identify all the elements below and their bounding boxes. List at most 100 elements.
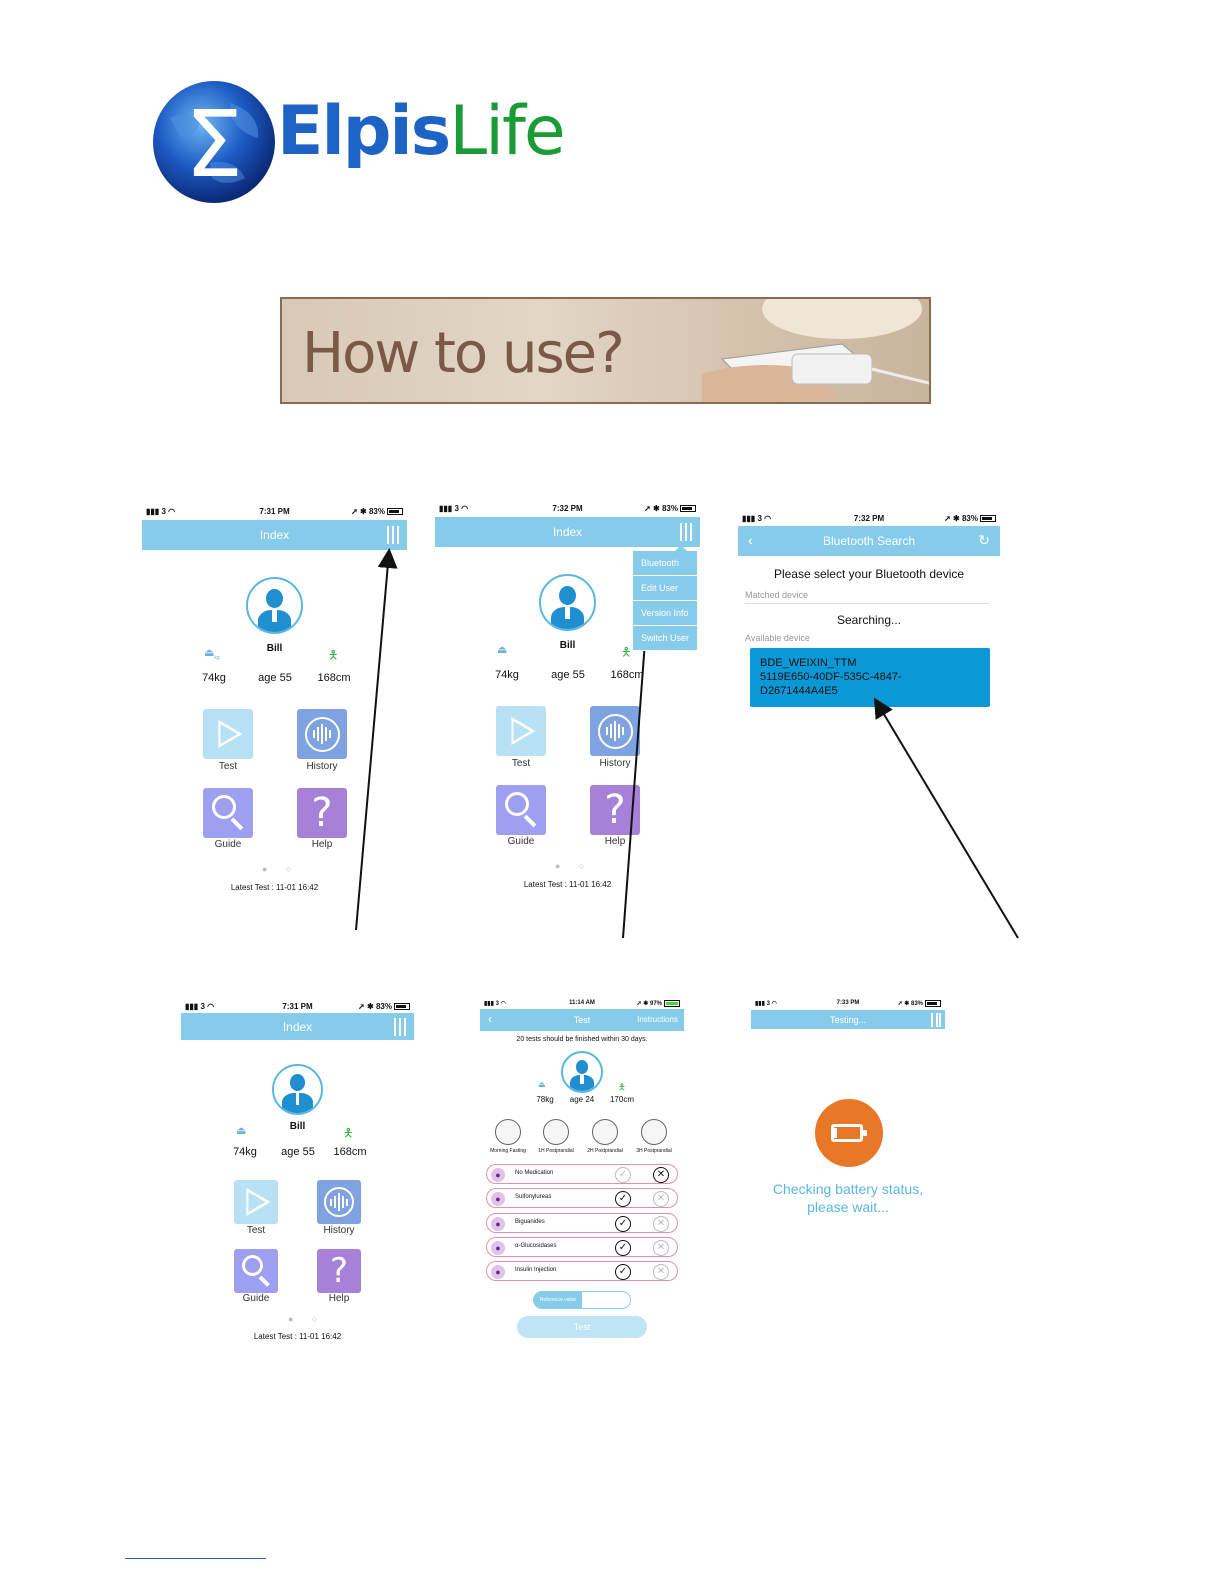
history-tile[interactable] [297, 709, 347, 759]
avatar [539, 574, 596, 631]
nav-bar: ‹ Bluetooth Search ↻ [738, 526, 1000, 556]
history-tile[interactable] [590, 706, 640, 756]
medication-row[interactable]: ●Biguanides✓✕ [486, 1213, 678, 1233]
close-icon[interactable]: ✕ [653, 1191, 669, 1207]
waveform-icon [317, 1180, 361, 1224]
screen-bluetooth-search: ▮▮▮ 3 ◠ 7:32 PM ➚ ✱ 83% ‹ Bluetooth Sear… [738, 512, 1000, 712]
searching-status: Searching... [836, 613, 902, 627]
clock-3h-icon[interactable] [641, 1119, 667, 1145]
bluetooth-device-item[interactable]: BDE_WEIXIN_TTM 5119E650-40DF-535C-4847- … [750, 648, 990, 707]
screen-index-1: ▮▮▮ 3 ◠ 7:31 PM ➚ ✱ 83% Index Bill ⏏kg 🯅… [142, 505, 407, 895]
back-icon[interactable]: ‹ [748, 532, 753, 548]
time-label: 2H Postprandial [587, 1148, 623, 1154]
check-icon[interactable]: ✓ [615, 1167, 631, 1183]
guide-tile[interactable] [203, 788, 253, 838]
device-id-line2: D2671444A4E5 [760, 685, 838, 697]
screen-testing: ▮▮▮ 3 ◠ 7:33 PM ➚ ✱ 83% Testing... Check… [751, 998, 945, 1228]
status-bar: ▮▮▮ 3 ◠ 7:31 PM ➚ ✱ 83% [142, 505, 407, 519]
refresh-icon[interactable]: ↻ [978, 532, 990, 548]
nav-title: Test [573, 1015, 591, 1025]
menu-item-bluetooth[interactable]: Bluetooth [633, 551, 697, 576]
elpislife-logo: Σ ElpisLife [150, 78, 566, 210]
history-label: History [306, 761, 338, 772]
weight-value: 78kg [536, 1095, 554, 1104]
latest-test: Latest Test : 11-01 16:42 [523, 880, 612, 889]
status-bar: ▮▮▮ 3 ◠ 7:33 PM ➚ ✱ 83% [751, 998, 945, 1012]
medication-row[interactable]: ●No Medication✓✕ [486, 1164, 678, 1184]
menu-item-edit-user[interactable]: Edit User [633, 576, 697, 601]
help-label: Help [604, 836, 626, 847]
age-value: age 24 [569, 1095, 595, 1104]
menu-item-switch-user[interactable]: Switch User [633, 626, 697, 651]
guide-tile[interactable] [234, 1249, 278, 1293]
history-tile[interactable] [317, 1180, 361, 1224]
menu-icon[interactable] [680, 523, 692, 541]
guide-tile[interactable] [496, 785, 546, 835]
pill-icon: ● [491, 1168, 505, 1182]
help-tile[interactable]: ? [297, 788, 347, 838]
menu-icon[interactable] [394, 1017, 406, 1036]
height-icon: 🯅 [618, 1082, 626, 1092]
height-value: 168cm [333, 1146, 367, 1158]
menu-icon[interactable] [931, 1012, 941, 1027]
page-dots: ● ○ [262, 864, 300, 874]
guide-label: Guide [507, 836, 535, 847]
check-icon[interactable]: ✓ [615, 1240, 631, 1256]
height-icon: 🯅 [328, 648, 339, 662]
instructions-link[interactable]: Instructions [637, 1015, 678, 1024]
nav-title: Testing... [829, 1014, 867, 1025]
age-value: age 55 [281, 1146, 315, 1158]
morning-fasting-icon[interactable] [495, 1119, 521, 1145]
test-note: 20 tests should be finished within 30 da… [516, 1036, 648, 1043]
test-tile[interactable] [496, 706, 546, 756]
how-to-use-banner: How to use? [280, 297, 931, 404]
pill-icon: ● [491, 1265, 505, 1279]
status-time: 7:31 PM [259, 507, 290, 516]
height-value: 168cm [317, 672, 351, 684]
close-icon[interactable]: ✕ [653, 1264, 669, 1280]
nav-bar: Index [181, 1013, 414, 1040]
clock-2h-icon[interactable] [592, 1119, 618, 1145]
nav-bar: Index [435, 517, 700, 547]
svg-text:Σ: Σ [185, 91, 243, 198]
check-icon[interactable]: ✓ [615, 1216, 631, 1232]
weight-value: 74kg [495, 669, 519, 681]
help-tile[interactable]: ? [317, 1249, 361, 1293]
menu-icon[interactable] [387, 526, 399, 544]
history-label: History [323, 1225, 355, 1236]
time-label: Morning Fasting [490, 1148, 526, 1154]
medication-row[interactable]: ●Sulfonylureas✓✕ [486, 1188, 678, 1208]
clock-1h-icon[interactable] [543, 1119, 569, 1145]
scale-icon: ⏏ [538, 1080, 546, 1089]
back-icon[interactable]: ‹ [488, 1012, 492, 1026]
nav-title: Index [259, 528, 290, 542]
search-icon [505, 792, 529, 816]
status-bar: ▮▮▮ 3 ◠ 11:14 AM ➚ ✱ 97% [480, 998, 684, 1012]
footer-link-line [125, 1558, 266, 1559]
reference-value-toggle[interactable]: Reference value [533, 1291, 631, 1309]
height-value: 170cm [609, 1095, 634, 1104]
test-tile[interactable] [203, 709, 253, 759]
latest-test: Latest Test : 11-01 16:42 [230, 883, 319, 892]
nav-bar: Testing... [751, 1010, 945, 1029]
check-icon[interactable]: ✓ [615, 1191, 631, 1207]
checking-message: Checking battery status, please wait... [772, 1181, 924, 1215]
close-icon[interactable]: ✕ [653, 1167, 669, 1183]
medication-row[interactable]: ●α-Glucosidases✓✕ [486, 1237, 678, 1257]
arrow-to-device [873, 697, 1019, 939]
test-button[interactable]: Test [517, 1316, 647, 1338]
status-battery: ➚ ✱ 83% [351, 507, 403, 516]
close-icon[interactable]: ✕ [653, 1240, 669, 1256]
medication-row[interactable]: ●Insulin Injection✓✕ [486, 1261, 678, 1281]
latest-test: Latest Test : 11-01 16:42 [253, 1332, 342, 1341]
menu-item-version-info[interactable]: Version Info [633, 601, 697, 626]
check-icon[interactable]: ✓ [615, 1264, 631, 1280]
help-tile[interactable]: ? [590, 785, 640, 835]
close-icon[interactable]: ✕ [653, 1216, 669, 1232]
device-name: BDE_WEIXIN_TTM [760, 657, 857, 669]
test-tile[interactable] [234, 1180, 278, 1224]
weight-value: 74kg [233, 1146, 257, 1158]
waveform-icon [590, 706, 640, 756]
nav-bar: ‹ Test Instructions [480, 1009, 684, 1031]
history-label: History [599, 758, 631, 769]
